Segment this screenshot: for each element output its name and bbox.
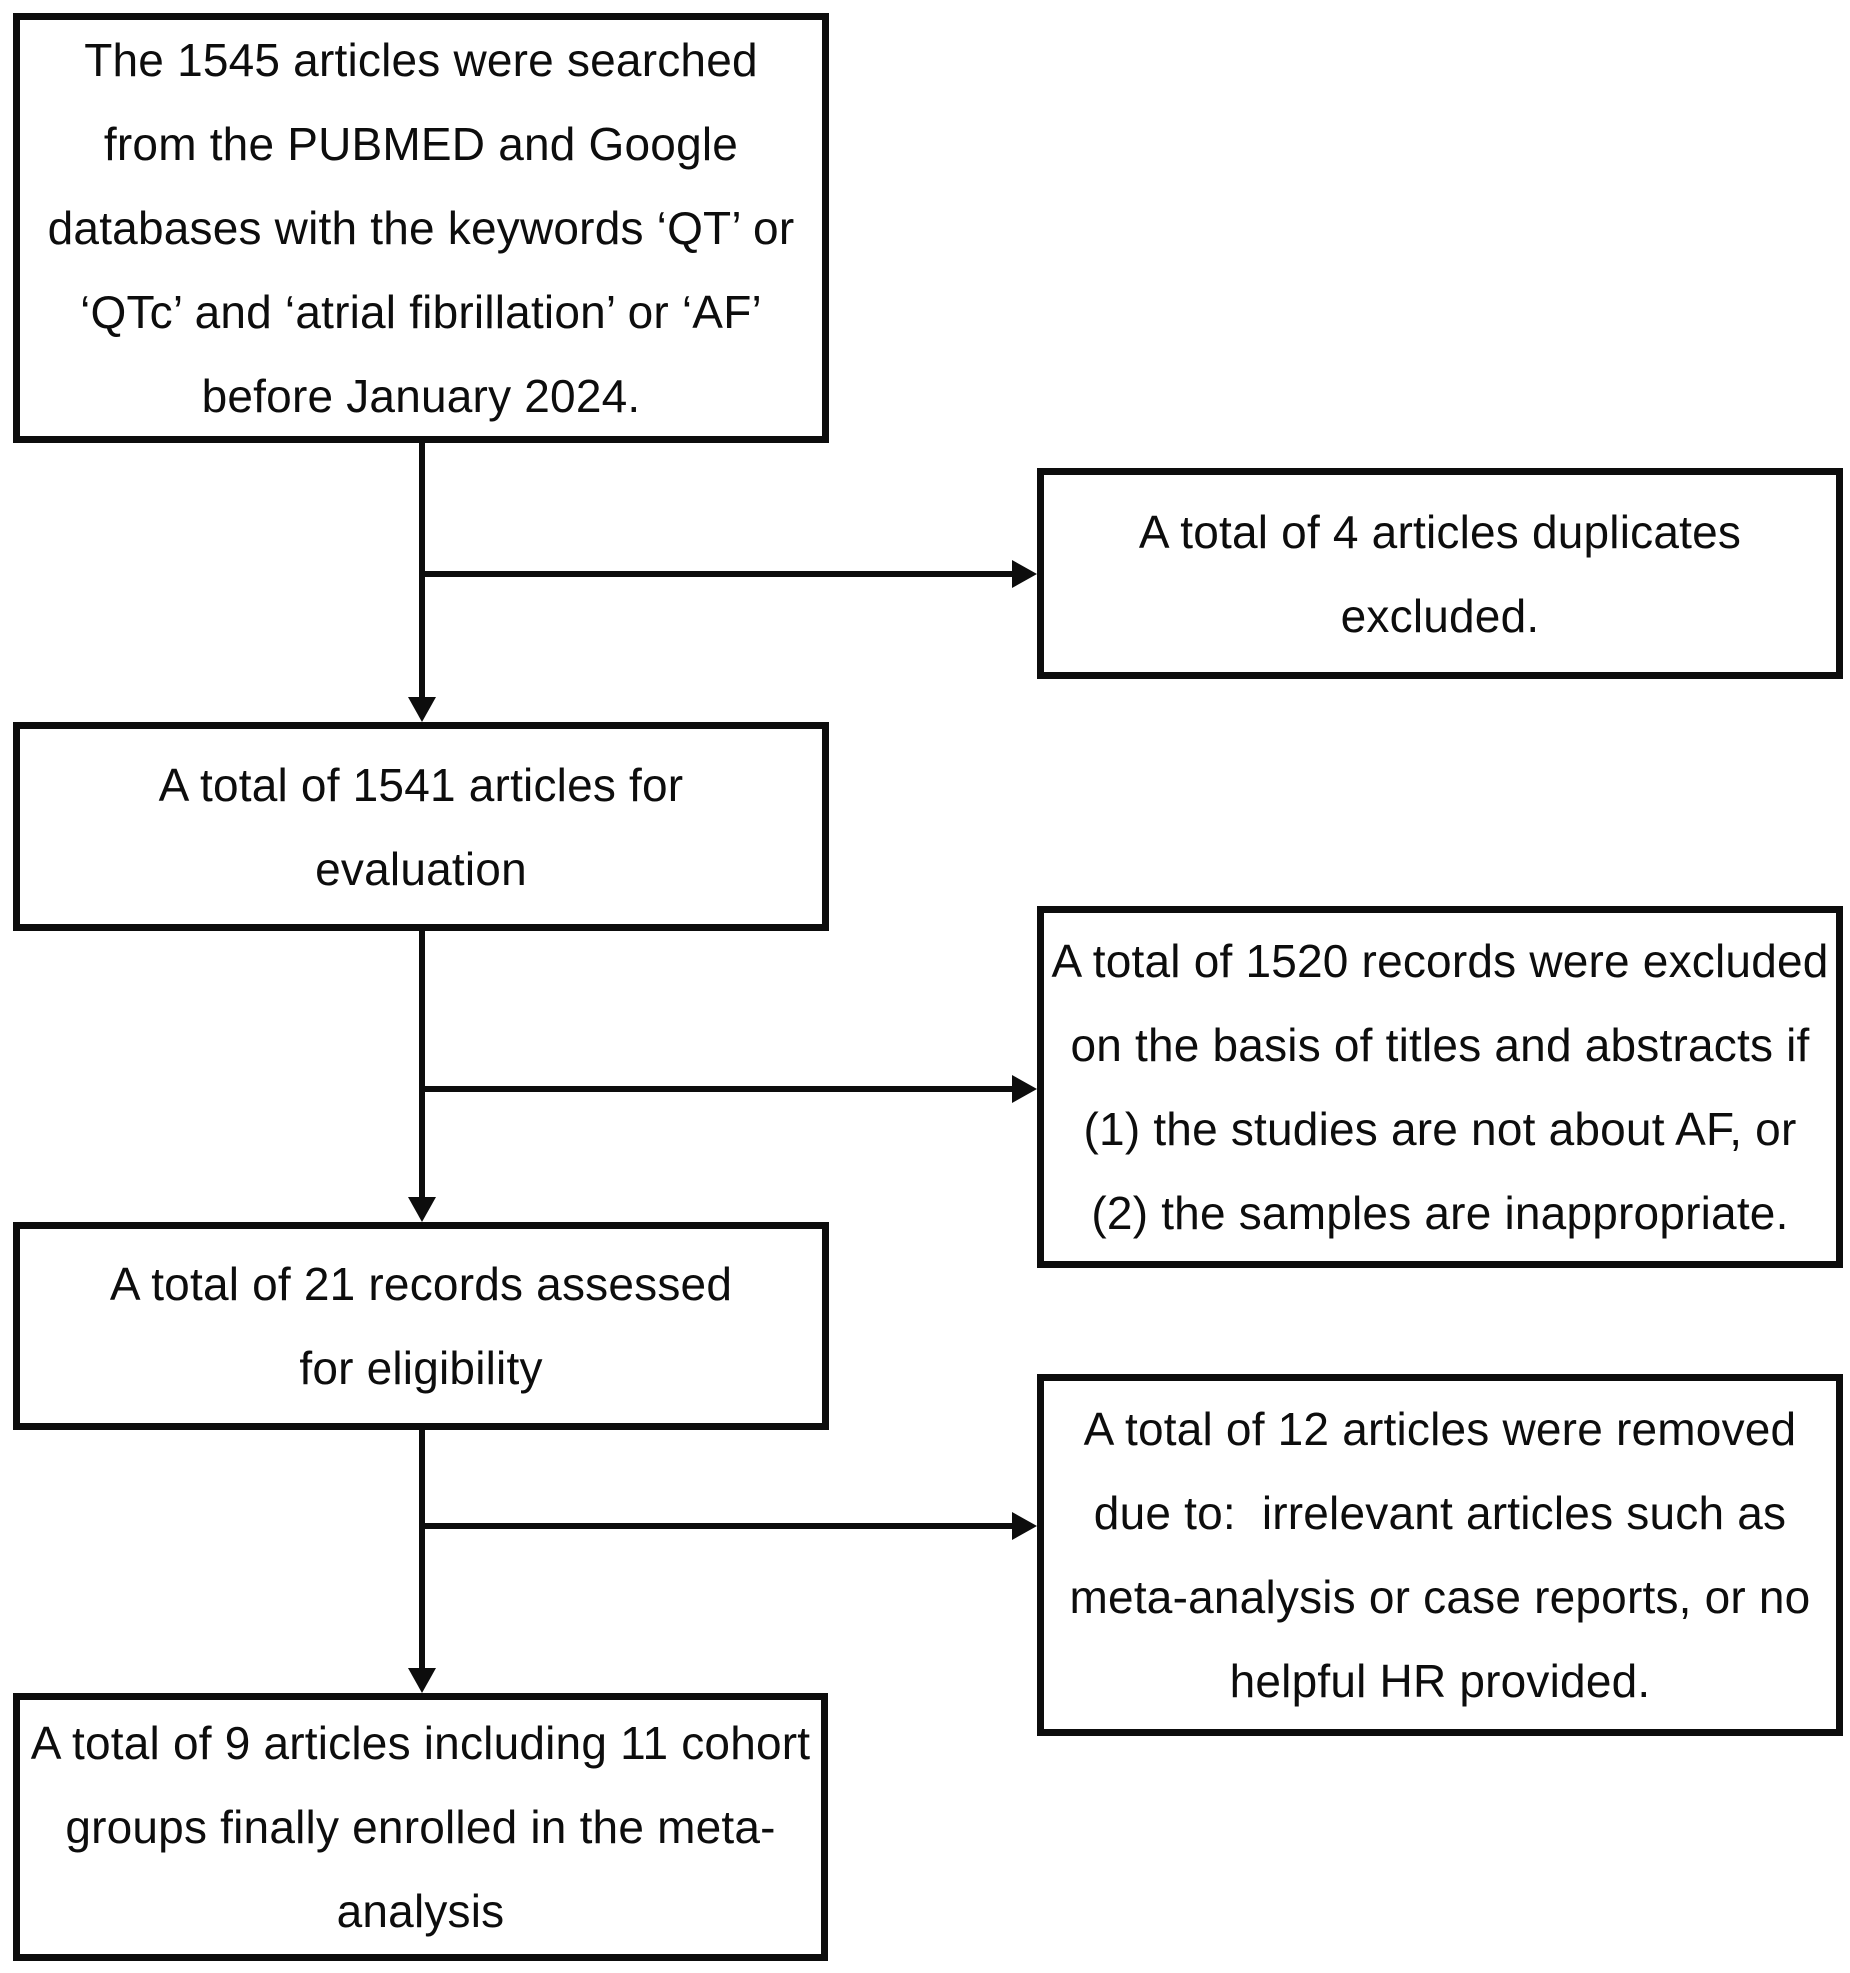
box-screening-line: on the basis of titles and abstracts if	[1070, 1019, 1810, 1071]
box-screening-line: (1) the studies are not about AF, or	[1083, 1103, 1797, 1155]
arrow-down-icon	[408, 697, 436, 722]
box-evaluation-line: A total of 1541 articles for	[158, 758, 684, 811]
box-eligibility: A total of 21 records assessed for eligi…	[13, 1222, 829, 1430]
box-eligibility-line: for eligibility	[299, 1342, 543, 1394]
box-screening-line: (2) the samples are inappropriate.	[1091, 1187, 1789, 1239]
box-removed-line: A total of 12 articles were removed	[1083, 1403, 1797, 1455]
box-search-line: before January 2024.	[201, 370, 641, 422]
arrow-right-icon	[1012, 560, 1037, 588]
arrow-down-icon	[408, 1197, 436, 1222]
connector-to-screening-excluded	[422, 1086, 1013, 1092]
box-removed-line: meta-analysis or case reports, or no	[1069, 1571, 1811, 1623]
box-search-line: The 1545 articles were searched	[84, 34, 758, 86]
box-screening-excluded: A total of 1520 records were excluded on…	[1037, 906, 1843, 1268]
box-removed-line: due to: irrelevant articles such as	[1093, 1487, 1787, 1539]
box-removed-line: helpful HR provided.	[1229, 1655, 1651, 1707]
box-search-line: from the PUBMED and Google	[103, 118, 739, 170]
connector-to-duplicates-excluded	[422, 571, 1013, 577]
arrow-right-icon	[1012, 1512, 1037, 1540]
box-search-line: databases with the keywords ‘QT’ or	[47, 202, 795, 254]
box-final-line: A total of 9 articles including 11 cohor…	[30, 1717, 811, 1769]
box-evaluation: A total of 1541 articles for evaluation	[13, 722, 829, 931]
connector-to-articles-removed	[422, 1523, 1013, 1529]
box-duplicates-line: excluded.	[1340, 589, 1540, 642]
arrow-down-icon	[408, 1668, 436, 1693]
box-final-line: analysis	[336, 1885, 505, 1937]
box-screening-line: A total of 1520 records were excluded	[1051, 935, 1829, 987]
box-search-line: ‘QTc’ and ‘atrial fibrillation’ or ‘AF’	[80, 286, 762, 338]
box-final-line: groups finally enrolled in the meta-	[65, 1801, 776, 1853]
box-search: The 1545 articles were searched from the…	[13, 13, 829, 443]
box-evaluation-line: evaluation	[315, 842, 527, 895]
connector-evaluation-to-eligibility	[419, 931, 425, 1198]
box-duplicates-excluded: A total of 4 articles duplicates exclude…	[1037, 468, 1843, 679]
connector-eligibility-to-final	[419, 1430, 425, 1669]
arrow-right-icon	[1012, 1075, 1037, 1103]
box-final-enrolled: A total of 9 articles including 11 cohor…	[13, 1693, 828, 1961]
box-duplicates-line: A total of 4 articles duplicates	[1138, 505, 1742, 558]
box-eligibility-line: A total of 21 records assessed	[109, 1258, 733, 1310]
box-articles-removed: A total of 12 articles were removed due …	[1037, 1374, 1843, 1736]
